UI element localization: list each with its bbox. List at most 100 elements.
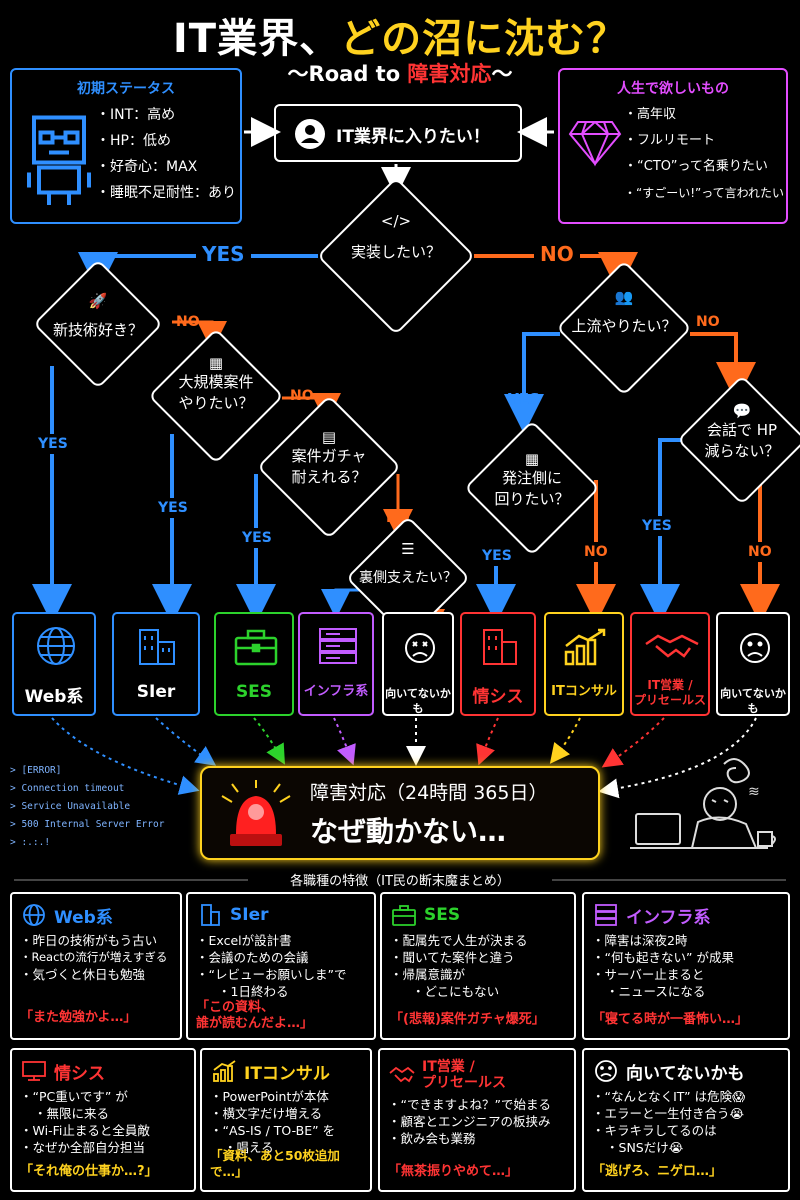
building-icon: [201, 904, 220, 926]
card-item: “PC重いです” が: [20, 1088, 186, 1105]
card-sales-title2: プリセールス: [422, 1075, 506, 1091]
job-ses[interactable]: SES: [214, 612, 294, 716]
incident-heading: 障害対応（24時間 365日）: [310, 782, 548, 804]
terminal-line: > [ERROR]: [10, 765, 62, 776]
status-item: HP：低め: [96, 128, 236, 154]
card-item: どこにもない: [390, 983, 566, 1000]
card-item: 横文字だけ増える: [210, 1105, 362, 1122]
sad-face-icon: [405, 633, 435, 663]
globe-icon: [23, 904, 45, 926]
decision-q2-label: 新技術好き？: [52, 321, 143, 339]
job-web[interactable]: Web系: [12, 612, 96, 716]
yes-label: YES: [482, 546, 512, 566]
card-item: “できますよね？”で始まる: [388, 1096, 566, 1113]
card-consul: ITコンサル PowerPointが本体 横文字だけ増える “AS-IS / T…: [200, 1048, 372, 1192]
building-icon: [139, 629, 175, 665]
card-item: PowerPointが本体: [210, 1088, 362, 1105]
user-icon: [295, 119, 325, 149]
monitor-icon: [22, 1061, 46, 1081]
card-jousys-title: 情シス: [54, 1063, 105, 1084]
card-item: サーバー止まると: [592, 966, 780, 983]
card-web: Web系 昨日の技術がもう古い Reactの流行が増えすぎる 気づくと休日も勉強…: [10, 892, 182, 1040]
card-sier-quote: 「この資料、 誰が読むんだよ…」: [196, 1000, 313, 1032]
card-item: 昨日の技術がもう古い: [20, 932, 172, 949]
page-title: IT業界、どの沼に沈む？: [0, 6, 800, 64]
card-sales-quote: 「無茶振りやめて…」: [388, 1164, 519, 1179]
diamond-icon: [568, 121, 622, 167]
chart-growth-icon: [213, 1060, 236, 1082]
card-item: Wi-Fi止まると全員敵: [20, 1122, 186, 1139]
card-unfit: 向いてないかも “なんとなくIT” は危険😱 エラーと一生付き合う😭 キラキラし…: [582, 1048, 790, 1192]
job-sales-label: IT営業 / プリセールス: [632, 678, 708, 708]
server-icon: ☰: [401, 540, 415, 558]
yes-label: YES: [158, 498, 188, 518]
section-title: 各職種の特徴（IT民の断末魔まとめ）: [290, 874, 510, 889]
status-panel: 初期ステータス INT：高め HP：低め 好奇心：MAX 睡眠不足耐性：あり: [10, 68, 242, 224]
job-unfit-1[interactable]: 向いてないかも: [382, 612, 454, 716]
card-consul-title: ITコンサル: [244, 1063, 330, 1084]
handshake-icon: [645, 634, 699, 658]
job-sier[interactable]: SIer: [112, 612, 200, 716]
server-icon: [319, 628, 357, 664]
decision-q1-label: 実装したい？: [350, 243, 441, 261]
card-sier-quote1: 「この資料、: [196, 1000, 275, 1015]
card-unfit-title: 向いてないかも: [626, 1063, 745, 1084]
no-big-label: NO: [534, 242, 580, 266]
card-sier-title: SIer: [230, 905, 269, 925]
card-item: SNSだけ😭: [592, 1139, 780, 1156]
yes-big-label: YES: [196, 242, 251, 266]
page-subtitle: 〜Road to 障害対応〜: [0, 58, 800, 88]
no-label: NO: [176, 314, 200, 330]
decision-q3-line2: やりたい？: [178, 394, 254, 412]
desire-item: “すごーい!”って言われたい: [624, 180, 784, 206]
decision-q4-line2: 耐えれる？: [291, 468, 367, 486]
card-sales-title: IT営業 / プリセールス: [422, 1059, 506, 1091]
title-part2: どの沼に沈む？: [340, 16, 628, 62]
desires-panel: 人生で欲しいもの 高年収 フルリモート “CTO”って名乗りたい “すごーい!”…: [558, 68, 788, 224]
yes-label: YES: [38, 434, 68, 454]
subtitle-part1: 〜Road to: [287, 62, 408, 86]
terminal-line: > Service Unavailable: [10, 801, 131, 812]
card-item: キラキラしてるのは: [592, 1122, 780, 1139]
start-node[interactable]: IT業界に入りたい！: [274, 104, 522, 162]
card-sier: SIer Excelが設計書 会議のための会議 “レビューお願いしま”で 1日終…: [186, 892, 376, 1040]
status-list: INT：高め HP：低め 好奇心：MAX 睡眠不足耐性：あり: [96, 102, 236, 206]
slot-machine-icon: ▤: [321, 428, 337, 446]
svg-text:≋: ≋: [748, 784, 760, 800]
yes-label: YES: [642, 516, 672, 536]
status-item: 睡眠不足耐性：あり: [96, 180, 236, 206]
decision-q7-text: ▦ 発注側に 回りたい？: [460, 450, 604, 510]
decision-q3-text: ▦ 大規模案件 やりたい？: [146, 354, 286, 414]
card-item: 聞いてた案件と違う: [390, 949, 566, 966]
card-sales-title1: IT営業 /: [422, 1059, 475, 1075]
card-unfit-quote: 「逃げろ、ニゲロ…」: [592, 1164, 723, 1179]
card-item: 唱える: [210, 1139, 362, 1156]
decision-q8-text: 💬 会話で HP 減らない？: [676, 402, 800, 462]
incident-alarm-panel: 障害対応（24時間 365日） なぜ動かない…: [200, 766, 600, 860]
status-item: INT：高め: [96, 102, 236, 128]
card-item: なぜか全部自分担当: [20, 1139, 186, 1156]
card-item: 障害は深夜2時: [592, 932, 780, 949]
job-consul[interactable]: ITコンサル: [544, 612, 624, 716]
job-unfit-2-label: 向いてないかも: [720, 687, 786, 715]
sad-face-icon: [740, 633, 770, 663]
terminal-line: > :.:.!: [10, 837, 51, 848]
job-web-label: Web系: [24, 687, 84, 707]
decision-q1-text: </> 実装したい？: [320, 212, 472, 274]
job-sales[interactable]: IT営業 / プリセールス: [630, 612, 710, 716]
desire-item: 高年収: [624, 102, 784, 128]
briefcase-icon: [392, 905, 416, 926]
job-sier-label: SIer: [136, 682, 176, 702]
decision-q8-line2: 減らない？: [704, 442, 780, 460]
server-icon: [595, 904, 617, 926]
job-infra-label: インフラ系: [303, 684, 369, 699]
terminal-line: > Connection timeout: [10, 783, 125, 794]
card-item: 気づくと休日も勉強: [20, 966, 172, 983]
card-item: 飲み会も業務: [388, 1130, 566, 1147]
decision-q4-text: ▤ 案件ガチャ 耐えれる？: [254, 428, 404, 488]
job-unfit-2[interactable]: 向いてないかも: [716, 612, 790, 716]
decision-q5-label: 裏側支えたい？: [359, 570, 457, 586]
card-item: Reactの流行が増えすぎる: [20, 949, 172, 966]
job-infra[interactable]: インフラ系: [298, 612, 374, 716]
job-jousys[interactable]: 情シス: [460, 612, 536, 716]
